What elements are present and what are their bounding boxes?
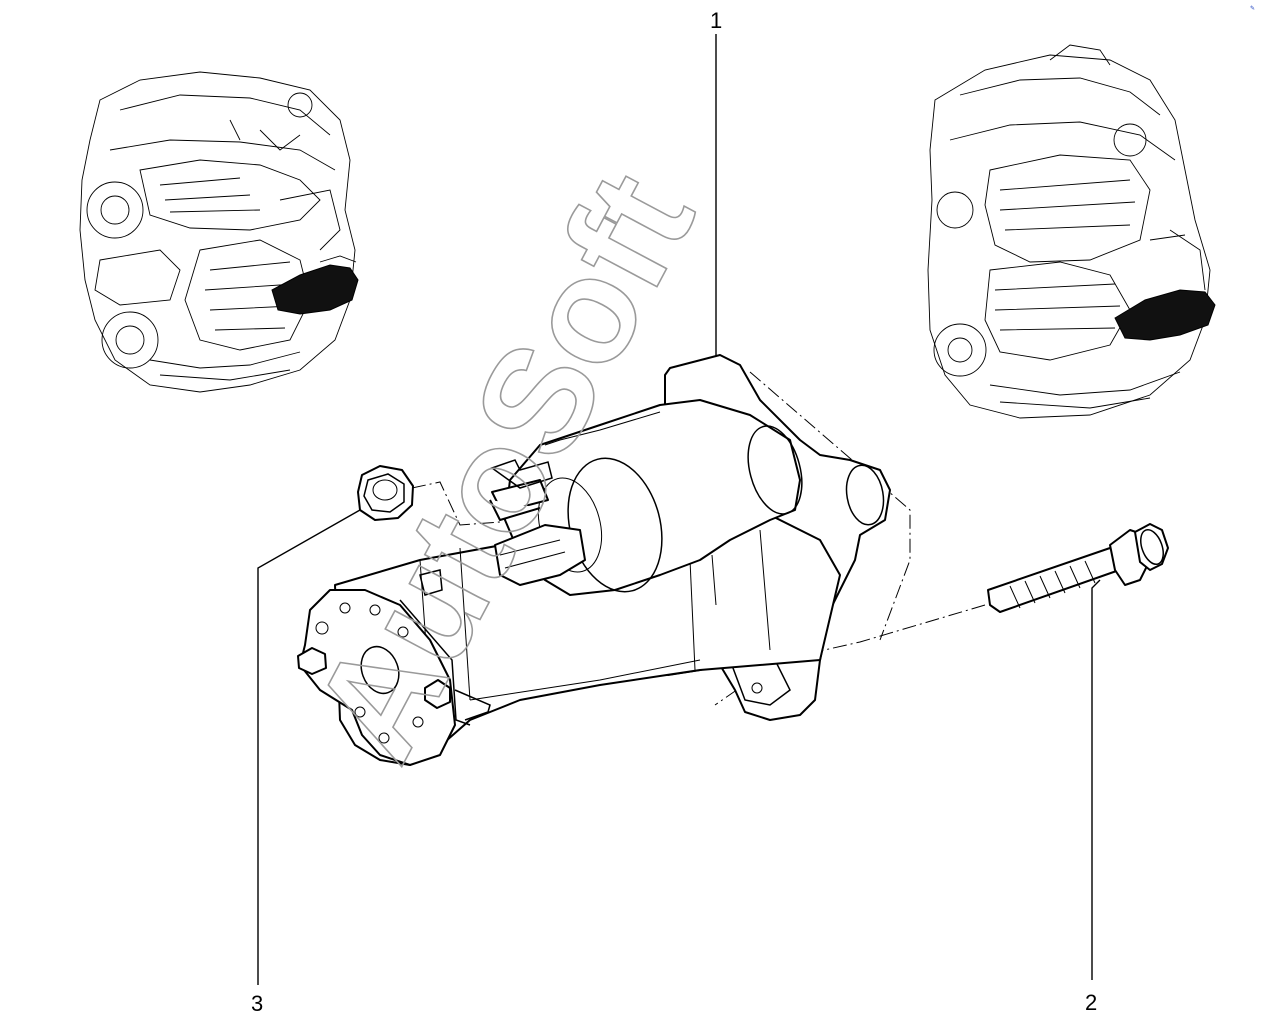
leader-lines xyxy=(257,34,1101,985)
flange-nut xyxy=(357,465,414,521)
starter-motor xyxy=(297,354,891,766)
engine-illustration-right xyxy=(927,44,1216,419)
engine-illustration-left xyxy=(79,71,359,393)
mounting-bolt xyxy=(987,523,1169,613)
leader-line-3 xyxy=(257,509,361,985)
corner-mark: ✎ xyxy=(1250,5,1255,12)
leader-line-2 xyxy=(1091,579,1101,980)
callout-3: 3 xyxy=(251,991,263,1016)
callout-1: 1 xyxy=(710,8,722,33)
callout-2: 2 xyxy=(1085,990,1097,1015)
